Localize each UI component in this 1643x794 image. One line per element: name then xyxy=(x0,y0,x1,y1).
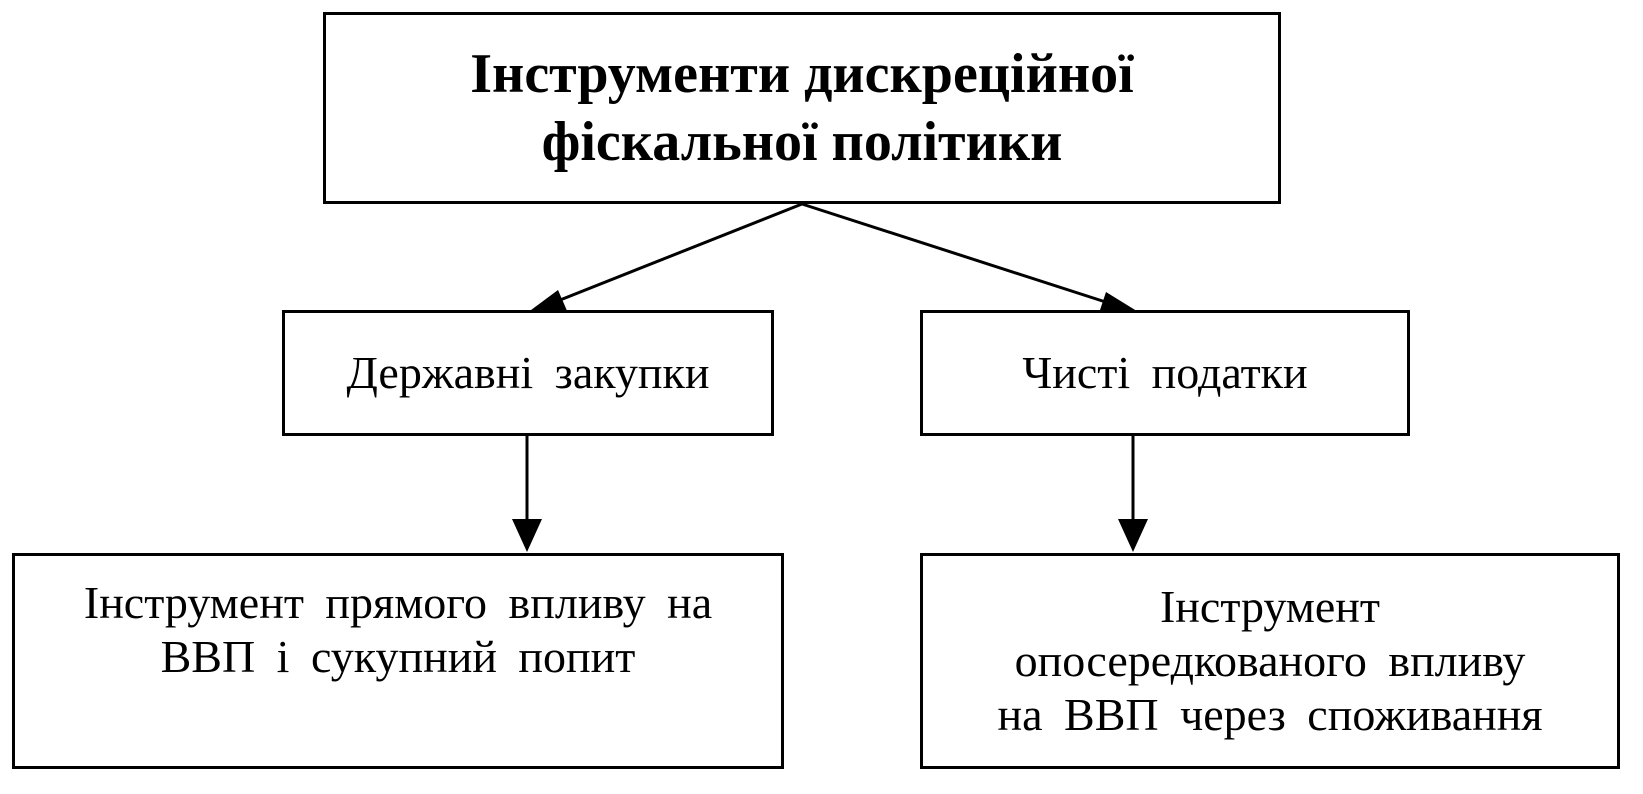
root-node-box: Інструменти дискреційної фіскальної полі… xyxy=(323,12,1281,204)
right-description-line-2: опосередкованого впливу xyxy=(1014,635,1526,686)
right-description-line-1: Інструмент xyxy=(1159,581,1381,632)
right-description-text: Інструмент опосередкованого впливу на ВВ… xyxy=(997,580,1542,742)
root-title-line-2: фіскальної політики xyxy=(541,111,1063,173)
arrow-right-to-bottom xyxy=(1118,436,1148,552)
root-node-title: Інструменти дискреційної фіскальної полі… xyxy=(470,40,1133,176)
right-description-box: Інструмент опосередкованого впливу на ВВ… xyxy=(920,553,1620,769)
left-description-text: Інструмент прямого впливу на ВВП і сукуп… xyxy=(84,576,712,684)
right-branch-box: Чисті податки xyxy=(920,310,1410,436)
left-description-line-1: Інструмент прямого впливу на xyxy=(83,577,713,628)
left-branch-box: Державні закупки xyxy=(282,310,774,436)
left-description-box: Інструмент прямого впливу на ВВП і сукуп… xyxy=(12,553,784,769)
root-title-line-1: Інструменти дискреційної xyxy=(470,43,1134,105)
arrow-root-to-left xyxy=(527,202,803,313)
left-description-line-2: ВВП і сукупний попит xyxy=(160,631,636,682)
right-branch-label: Чисті податки xyxy=(1022,347,1308,398)
right-description-line-3: на ВВП через споживання xyxy=(997,689,1543,740)
arrow-root-to-right xyxy=(801,202,1140,316)
left-branch-label: Державні закупки xyxy=(346,347,710,398)
arrow-left-to-bottom xyxy=(512,436,542,552)
